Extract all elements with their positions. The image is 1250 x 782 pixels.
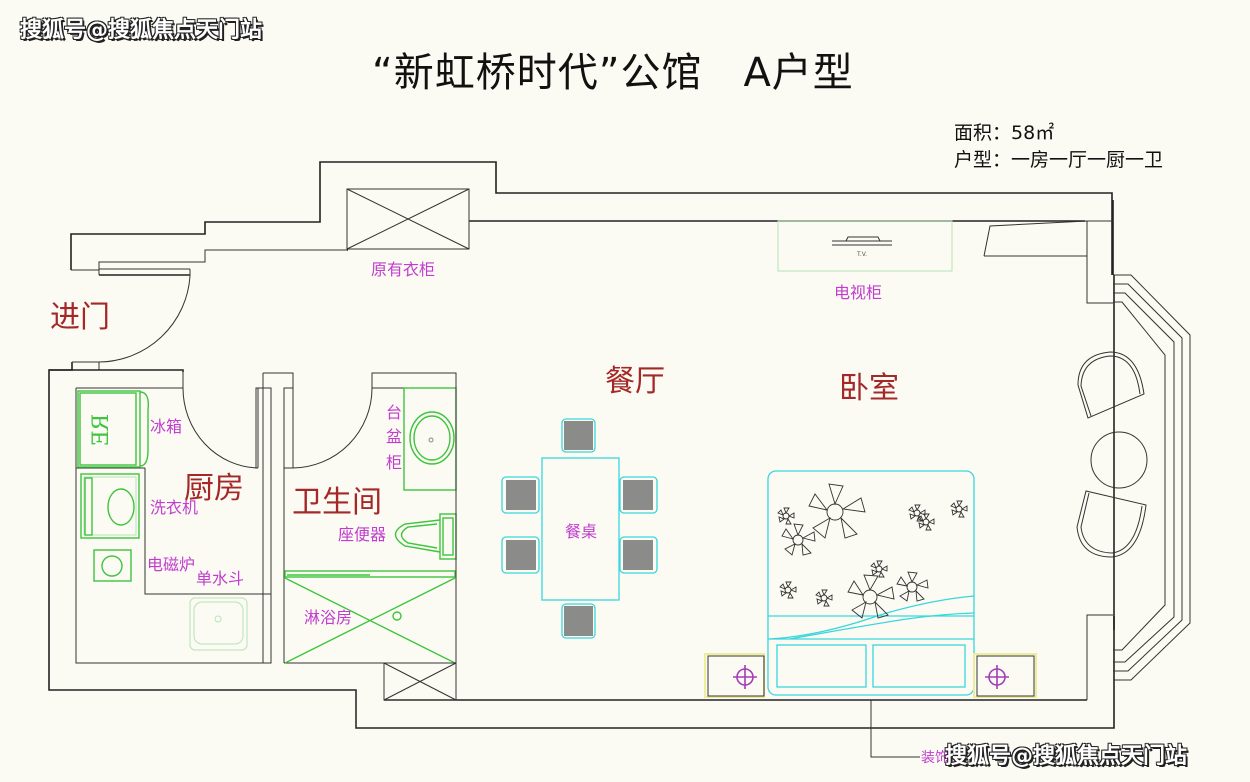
chair-right-1: [619, 476, 658, 514]
chair-right-2: [619, 536, 658, 574]
tv-symbol-label: T.V.: [856, 251, 867, 258]
basin-cabinet: [403, 387, 457, 491]
entrance-door: [98, 269, 191, 363]
corner-cabinet: [983, 220, 1088, 257]
chair-left-2: [501, 536, 540, 574]
fridge: RE: [77, 390, 150, 468]
room-label-bathroom: 卫生间: [292, 485, 382, 520]
bay-window-line-1: [1113, 274, 1191, 681]
nightstand-right: [973, 653, 1037, 698]
bay-window-line-3: [1113, 292, 1175, 663]
bay-side-table: [1090, 431, 1148, 489]
label-induction-cooker: 电磁炉: [147, 555, 195, 574]
washing-machine: [80, 473, 140, 539]
wall-top-inner: [98, 249, 348, 275]
label-basin-2: 盆: [386, 427, 402, 446]
tv-cabinet: T.V.: [777, 220, 953, 272]
kitchen-sink: [189, 597, 248, 651]
dining-table: [501, 418, 658, 639]
label-tv-cabinet: 电视柜: [834, 283, 882, 302]
bed: [767, 470, 975, 696]
label-basin-1: 台: [386, 403, 402, 422]
entrance-door-swing: [98, 275, 191, 363]
wall-top-outer: [70, 161, 1113, 275]
outer-walls: [48, 161, 1191, 729]
room-label-dining: 餐厅: [605, 364, 665, 399]
room-label-kitchen: 厨房: [184, 471, 244, 506]
shower-room: [284, 570, 456, 664]
induction-cooker: [93, 549, 132, 582]
chair-left-1: [501, 476, 540, 514]
layout-value: 一房一厅一厨一卫: [1011, 149, 1164, 171]
area-value: 58㎡: [1011, 122, 1055, 144]
decoration-leader-line: [870, 700, 920, 758]
label-washer: 洗衣机: [150, 498, 198, 517]
chair-top: [561, 418, 596, 453]
kitchen-door-swing: [182, 387, 259, 469]
flower-pattern: [777, 483, 968, 619]
watermark-bottom: 搜狐号@搜狐焦点天门站: [945, 744, 1188, 769]
layout-row: 户型：一房一厅一厨一卫: [954, 147, 1163, 174]
fridge-symbol: RE: [89, 414, 114, 447]
area-row: 面积：58㎡: [954, 120, 1163, 147]
wardrobe: [346, 188, 470, 250]
pillow-left: [776, 644, 867, 688]
toilet: [394, 513, 457, 560]
bay-chair-bottom: [1076, 490, 1147, 558]
label-toilet: 座便器: [338, 525, 386, 544]
bay-window-line-2: [1113, 283, 1183, 672]
shaft: [383, 662, 457, 701]
bay-chair-top: [1077, 351, 1145, 419]
label-wardrobe: 原有衣柜: [371, 260, 435, 279]
label-fridge: 冰箱: [150, 417, 182, 436]
area-label: 面积：: [954, 122, 1012, 144]
label-shower: 淋浴房: [304, 608, 352, 627]
watermark-top: 搜狐号@搜狐焦点天门站: [20, 18, 263, 43]
bay-window-line-4: [1113, 301, 1166, 651]
chair-bottom: [561, 603, 596, 639]
label-basin-3: 柜: [386, 453, 402, 472]
label-dining-table: 餐桌: [565, 522, 597, 541]
unit-info: 面积：58㎡ 户型：一房一厅一厨一卫: [954, 120, 1163, 174]
nightstand-left: [704, 653, 765, 698]
label-decoration: 装饰: [921, 750, 949, 766]
room-label-bedroom: 卧室: [839, 371, 899, 406]
label-sink: 单水斗: [196, 569, 244, 588]
wall-bottom-outer: [48, 362, 1115, 729]
page-title: “新虹桥时代”公馆 A户型: [372, 50, 854, 96]
layout-label: 户型：: [954, 149, 1012, 171]
bathroom-door-swing: [292, 387, 373, 469]
kitchen-walls: [49, 369, 294, 664]
room-label-entrance: 进门: [50, 300, 110, 335]
pillow-right: [872, 644, 966, 688]
